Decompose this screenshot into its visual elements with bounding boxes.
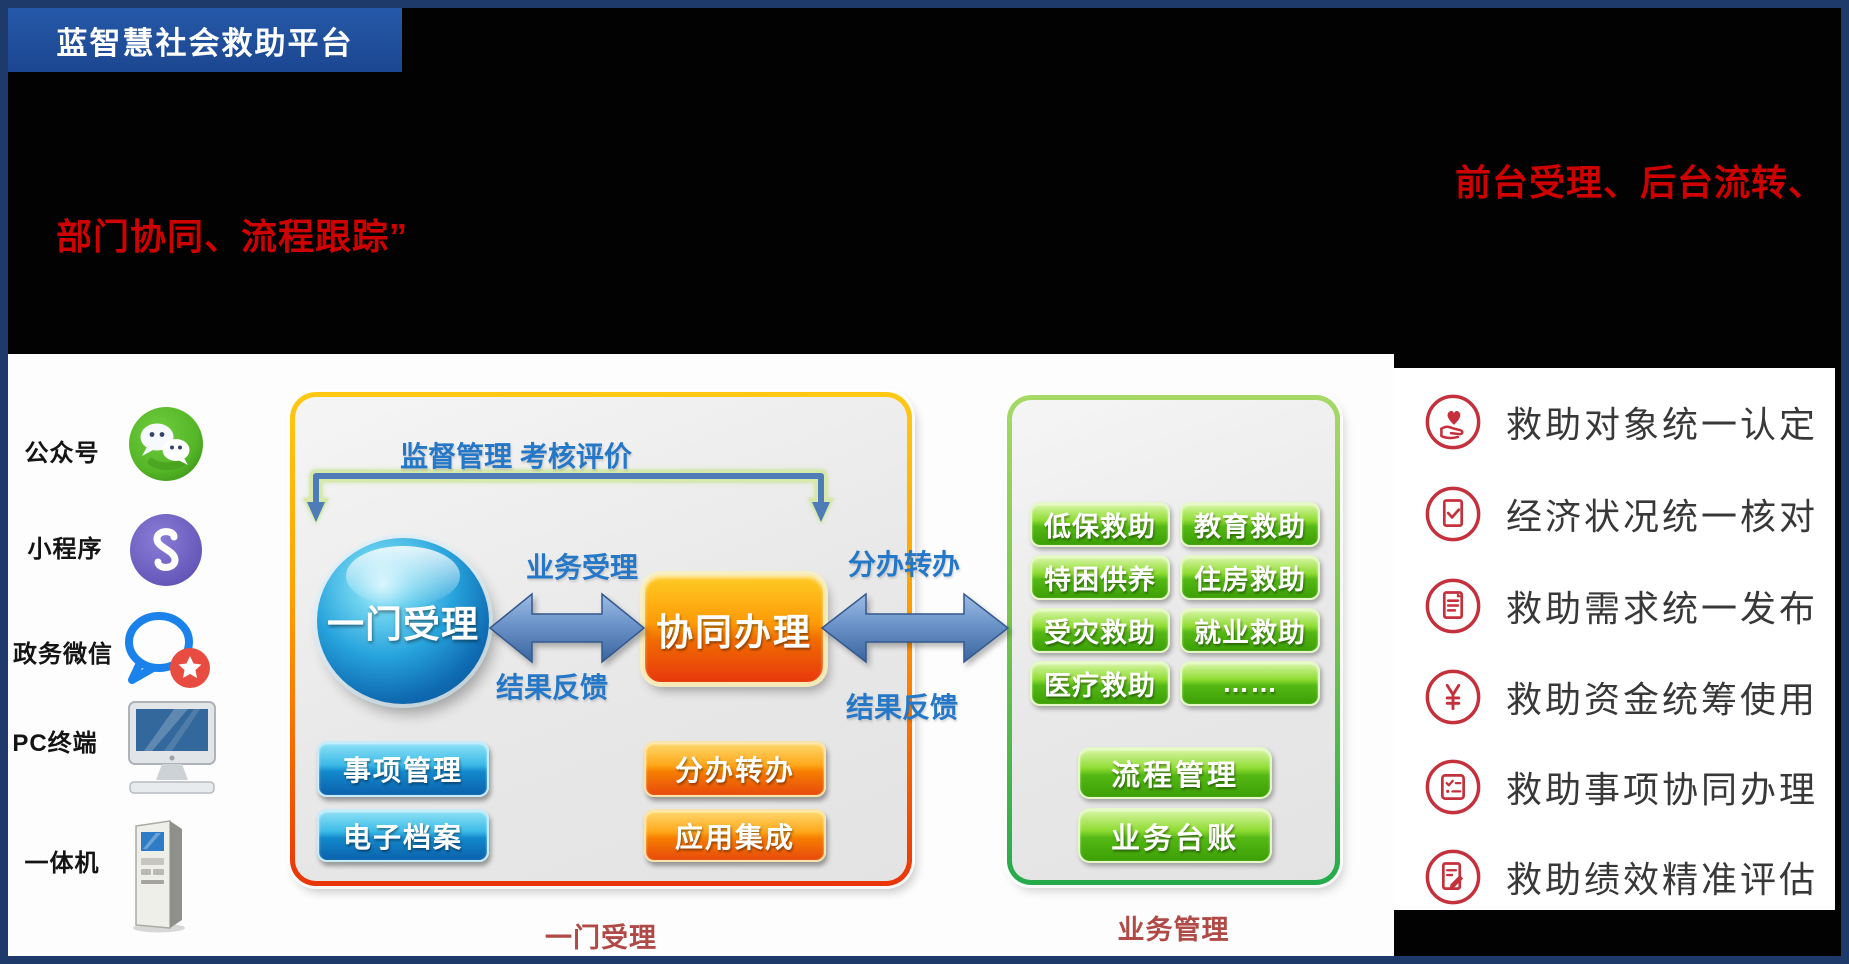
- gov-wechat-icon: [118, 608, 214, 692]
- document-pencil-icon: [1424, 848, 1482, 906]
- channel-label-zhengwu-weixin: 政务微信: [13, 641, 113, 668]
- service-button-jiaoyu: 教育救助: [1180, 502, 1320, 547]
- feature-label: 经济状况统一核对: [1506, 496, 1819, 537]
- feature-panel: 救助对象统一认定 经济状况统一核对 救助需求统一发布: [1394, 368, 1835, 910]
- service-button-yiliao: 医疗救助: [1030, 661, 1170, 706]
- hand-heart-icon: [1424, 393, 1482, 451]
- flow-label-result-feedback-left: 结果反馈: [495, 672, 608, 703]
- service-button-jiuye: 就业救助: [1180, 608, 1320, 653]
- service-button-shouzai: 受灾救助: [1030, 608, 1170, 653]
- yen-icon: [1424, 668, 1482, 726]
- kiosk-icon: [126, 816, 192, 934]
- wechat-icon: [127, 405, 205, 483]
- service-button-dibao: 低保救助: [1030, 502, 1170, 547]
- channel-label-kiosk: 一体机: [24, 850, 100, 877]
- feature-label: 救助资金统筹使用: [1506, 679, 1819, 720]
- feature-row: 救助需求统一发布: [1424, 561, 1818, 651]
- document-lines-icon: [1424, 577, 1482, 635]
- collaborate-button: 协同办理: [643, 574, 825, 684]
- collaborate-button-label: 协同办理: [656, 612, 812, 653]
- business-caption: 业务管理: [1117, 915, 1230, 945]
- channel-label-gongzhonghao: 公众号: [24, 440, 100, 467]
- document-check-icon: [1424, 485, 1482, 543]
- supervision-bracket-arrow: [300, 466, 834, 526]
- process-management-button: 流程管理: [1078, 747, 1272, 799]
- double-arrow-right-icon: [820, 586, 1010, 670]
- feature-row: 救助事项协同办理: [1424, 742, 1818, 832]
- double-arrow-left-icon: [488, 586, 646, 670]
- item-management-button: 事项管理: [317, 741, 489, 797]
- miniprogram-icon: [128, 512, 204, 588]
- channel-label-pc: PC终端: [12, 730, 98, 757]
- feature-row: 经济状况统一核对: [1424, 469, 1818, 559]
- feature-label: 救助事项协同办理: [1506, 769, 1819, 810]
- service-button-tekun: 特困供养: [1030, 555, 1170, 600]
- headline-part1: 前台受理、后台流转、: [1455, 162, 1826, 203]
- flow-label-business-accept: 业务受理: [525, 552, 638, 583]
- service-button-zhufang: 住房救助: [1180, 555, 1320, 600]
- feature-label: 救助需求统一发布: [1506, 588, 1819, 629]
- reception-caption: 一门受理: [545, 923, 657, 953]
- desktop-pc-icon: [112, 700, 232, 796]
- feature-row: 救助对象统一认定: [1424, 377, 1818, 467]
- e-archive-button: 电子档案: [317, 809, 489, 862]
- supervision-label: 监督管理 考核评价: [400, 441, 632, 472]
- feature-row: 救助资金统筹使用: [1424, 652, 1818, 742]
- platform-title-box: 蓝智慧社会救助平台: [8, 8, 402, 72]
- flow-label-dispatch: 分办转办: [847, 549, 960, 580]
- feature-label: 救助对象统一认定: [1506, 404, 1819, 445]
- service-button-more: ……: [1180, 661, 1320, 706]
- one-door-sphere-label: 一门受理: [327, 604, 479, 645]
- business-ledger-button: 业务台账: [1078, 808, 1272, 863]
- feature-label: 救助绩效精准评估: [1506, 859, 1819, 900]
- app-integration-button: 应用集成: [644, 809, 826, 862]
- checklist-icon: [1424, 758, 1482, 816]
- channel-label-xiaochengxu: 小程序: [27, 536, 103, 563]
- flow-label-result-feedback-right: 结果反馈: [845, 692, 958, 723]
- feature-row: 救助绩效精准评估: [1424, 832, 1818, 922]
- one-door-sphere: 一门受理: [317, 538, 489, 704]
- platform-title: 蓝智慧社会救助平台: [56, 25, 354, 61]
- headline-part2: 部门协同、流程跟踪”: [56, 216, 409, 257]
- dispatch-transfer-button: 分办转办: [644, 741, 826, 797]
